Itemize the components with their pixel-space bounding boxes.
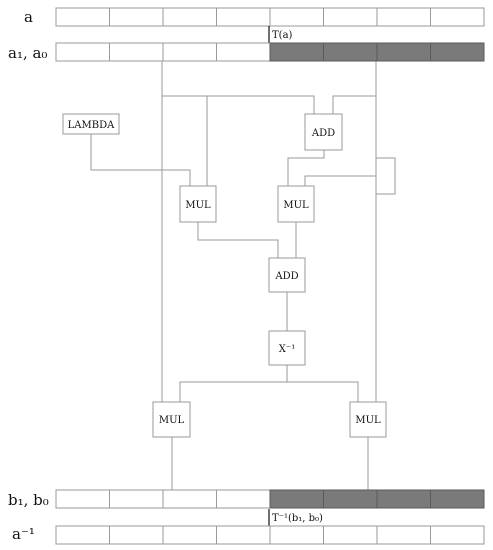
add-mid-box [268, 257, 306, 293]
register-cell [323, 42, 378, 62]
wire-inverse-to-mul-bl [179, 365, 288, 402]
inverse-box [268, 330, 306, 366]
lambda-node: LAMBDA [62, 113, 120, 135]
mul-left-label: MUL [185, 200, 211, 211]
register-cell [376, 42, 431, 62]
row-a-split-cells [55, 42, 485, 62]
transform-label: T(a) [272, 30, 293, 41]
register-cell [162, 42, 217, 62]
row-a-inv-cells [55, 525, 485, 545]
register-cell [376, 525, 431, 545]
register-cell [216, 7, 271, 27]
row-b-split-label: b₁, b₀ [8, 491, 49, 509]
register-cell [323, 7, 378, 27]
row-a-cells [55, 7, 485, 27]
wire-inverse-to-mul-br [287, 381, 359, 402]
register-cell [323, 489, 378, 509]
row-a: a [24, 7, 485, 27]
register-cell [162, 525, 217, 545]
row-a-inv: a⁻¹ [12, 525, 485, 545]
register-cell [376, 7, 431, 27]
add-top-box [304, 113, 343, 151]
register-cell [430, 7, 485, 27]
register-cell [55, 42, 110, 62]
register-cell [269, 7, 324, 27]
register-cell [55, 525, 110, 545]
mul-bottom-right-label: MUL [355, 415, 381, 426]
row-a-label: a [24, 8, 33, 26]
register-cell [323, 525, 378, 545]
wire-a0-to-mul-right [304, 175, 376, 186]
inverse-transform-label: T⁻¹(b₁, b₀) [272, 513, 323, 524]
register-cell [376, 489, 431, 509]
wire-a1-to-add [162, 95, 315, 114]
add-mid-label: ADD [274, 271, 298, 282]
inverse-transform-annotation: T⁻¹(b₁, b₀) [268, 509, 323, 526]
mul-bottom-right-node: MUL [349, 401, 387, 438]
add-mid-node: ADD [268, 257, 306, 293]
wire-add-to-mul-right [287, 150, 325, 186]
wire-lambda-to-mul [90, 134, 191, 186]
wire-mul-left-to-add [197, 222, 279, 258]
register-cell [430, 42, 485, 62]
row-a-inv-label: a⁻¹ [12, 525, 35, 543]
register-cell [216, 525, 271, 545]
register-cell [269, 42, 324, 62]
transform-annotation: T(a) [268, 26, 293, 43]
wires [90, 61, 396, 490]
register-cell [216, 489, 271, 509]
register-cell [430, 525, 485, 545]
register-cell [109, 7, 164, 27]
mul-left-node: MUL [179, 185, 217, 223]
mul-bottom-left-node: MUL [152, 401, 191, 438]
register-cell [55, 489, 110, 509]
mul-left-box [179, 185, 217, 223]
register-cell [430, 489, 485, 509]
add-top-node: ADD [304, 113, 343, 151]
row-b-split-cells [55, 489, 485, 509]
mul-right-box [277, 185, 315, 223]
mul-right-label: MUL [283, 200, 309, 211]
row-b-split: b₁, b₀ [8, 489, 485, 509]
lambda-label: LAMBDA [68, 120, 115, 131]
mul-bottom-right-box [349, 401, 387, 438]
register-cell [109, 489, 164, 509]
add-top-label: ADD [311, 128, 335, 139]
register-cell [109, 525, 164, 545]
wire-a0-loop [376, 157, 396, 195]
register-cell [269, 489, 324, 509]
register-cell [162, 7, 217, 27]
register-cell [216, 42, 271, 62]
register-cell [162, 489, 217, 509]
mul-right-node: MUL [277, 185, 315, 223]
row-a-split: a₁, a₀ [8, 42, 485, 62]
inverse-node: X⁻¹ [268, 330, 306, 366]
row-a-split-label: a₁, a₀ [8, 44, 47, 62]
register-cell [269, 525, 324, 545]
inverse-label: X⁻¹ [279, 344, 295, 355]
register-cell [55, 7, 110, 27]
lambda-box [62, 113, 120, 135]
register-cell [109, 42, 164, 62]
wire-a0-to-add [332, 95, 376, 114]
mul-bottom-left-box [152, 401, 191, 438]
mul-bottom-left-label: MUL [159, 415, 185, 426]
